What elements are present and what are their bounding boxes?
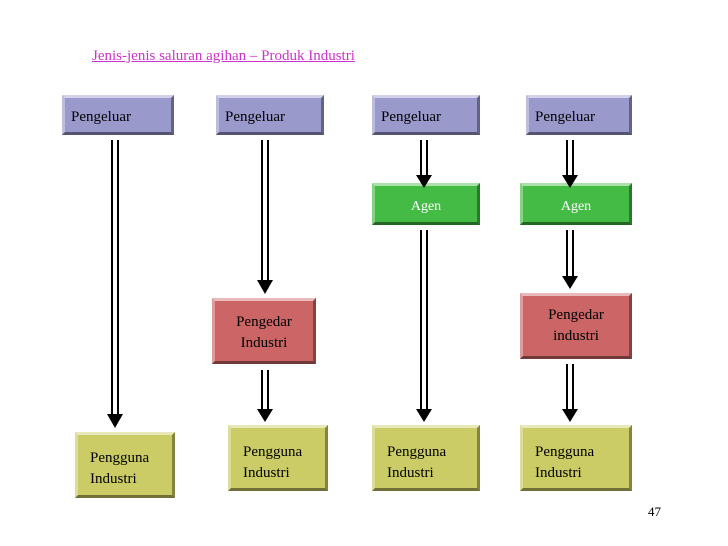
user-label-line2: Industri — [387, 465, 434, 481]
user-label-line2: Industri — [243, 465, 290, 481]
arrow-distributor2-to-user4 — [562, 364, 578, 422]
user-label-line1: Pengguna — [387, 444, 447, 460]
distributor-box-2: Pengedar industri — [520, 293, 632, 359]
producer-box-1: Pengeluar — [62, 95, 174, 135]
user-box-3: Pengguna Industri — [372, 425, 480, 491]
arrow-agent1-to-user3 — [416, 230, 432, 422]
user-box-2: Pengguna Industri — [228, 425, 328, 491]
slide-title: Jenis-jenis saluran agihan – Produk Indu… — [92, 48, 355, 64]
user-label-line2: Industri — [535, 465, 582, 481]
distributor-label-line1: Pengedar — [548, 307, 604, 323]
producer-box-3: Pengeluar — [372, 95, 480, 135]
producer-box-4: Pengeluar — [526, 95, 632, 135]
arrow-producer1-to-user1 — [107, 140, 123, 428]
arrow-producer2-to-distributor1 — [257, 140, 273, 294]
producer-label: Pengeluar — [71, 109, 131, 125]
agent-label: Agen — [410, 199, 442, 214]
producer-label: Pengeluar — [225, 109, 285, 125]
user-label-line1: Pengguna — [243, 444, 303, 460]
page-number: 47 — [648, 504, 661, 519]
distributor-label-line2: Industri — [240, 335, 288, 351]
user-label-line1: Pengguna — [535, 444, 595, 460]
producer-box-2: Pengeluar — [216, 95, 324, 135]
user-box-4: Pengguna Industri — [520, 425, 632, 491]
agent-label: Agen — [560, 199, 592, 214]
arrow-producer3-to-agent1 — [416, 140, 432, 188]
distributor-label-line1: Pengedar — [236, 314, 292, 330]
distributor-box-1: Pengedar Industri — [212, 298, 316, 364]
arrow-agent2-to-distributor2 — [562, 230, 578, 289]
user-label-line1: Pengguna — [90, 450, 150, 466]
distributor-label-line2: industri — [553, 328, 599, 344]
user-box-1: Pengguna Industri — [75, 432, 175, 498]
arrow-producer4-to-agent2 — [562, 140, 578, 188]
agent-box-2: Agen — [520, 183, 632, 225]
producer-label: Pengeluar — [535, 109, 595, 125]
producer-label: Pengeluar — [381, 109, 441, 125]
arrow-distributor1-to-user2 — [257, 370, 273, 422]
user-label-line2: Industri — [90, 471, 137, 487]
